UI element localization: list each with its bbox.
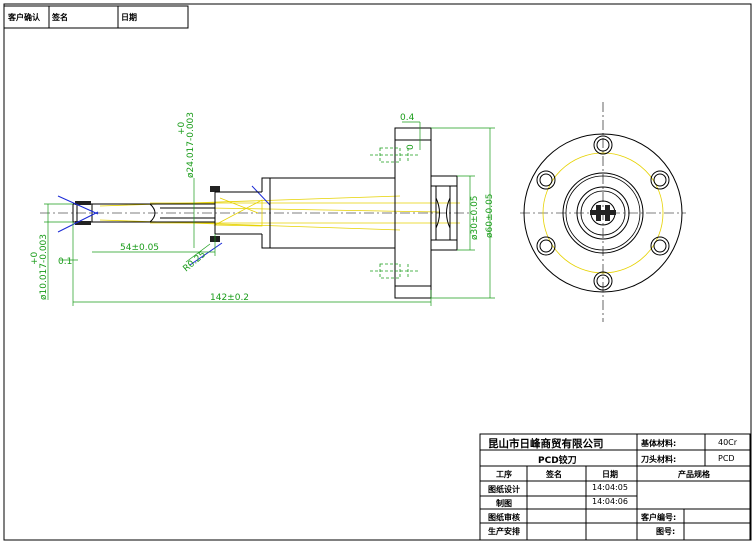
dim-tip-tol: +0 — [30, 251, 40, 265]
customer-no-label: 客户编号: — [641, 513, 677, 522]
dim-shank-tol: +0 — [177, 121, 187, 135]
row-draw-label: 制图 — [496, 499, 512, 508]
cutting-edge-lines — [57, 185, 271, 266]
dim-flange-dia: ø60±0.05 — [485, 193, 495, 238]
date-label: 日期 — [121, 13, 137, 22]
title-block-grid — [479, 433, 751, 541]
col-date: 日期 — [602, 470, 618, 479]
row-design-label: 图纸设计 — [488, 485, 520, 494]
drawing-no-label: 图号: — [656, 527, 676, 536]
row-production-label: 生产安排 — [488, 527, 520, 536]
reamer-tip — [72, 203, 215, 223]
tip-material-value: PCD — [718, 454, 735, 463]
dim-flange-chamfer: 0.4 — [400, 113, 415, 123]
signature-label: 签名 — [52, 13, 68, 22]
dim-flange-runout: 0 — [406, 144, 416, 150]
part-name: PCD铰刀 — [538, 456, 577, 466]
dim-tip-dia: ø10.017-0.003 — [39, 234, 49, 300]
col-signature: 签名 — [546, 470, 562, 479]
dimension-labels: 0.4 0 ø24.017-0.003 +0 R0.25 54±0.05 142… — [30, 112, 495, 303]
body-material-value: 40Cr — [718, 438, 738, 447]
row-review-label: 图纸审核 — [488, 513, 520, 522]
drawing-border — [3, 3, 752, 541]
end-view-bolt-holes — [536, 135, 670, 291]
dim-len-54: 54±0.05 — [120, 243, 159, 253]
flange-bolt-holes-hidden — [370, 147, 420, 279]
dimension-lines — [44, 121, 495, 306]
pcd-inserts — [75, 186, 220, 242]
company-name: 昆山市日峰商贸有限公司 — [488, 438, 604, 450]
dim-tip-angle: R0.25 — [182, 250, 209, 275]
dim-pilot-dia: ø30±0.05 — [470, 195, 480, 240]
dim-shank-dia: ø24.017-0.003 — [186, 112, 196, 178]
col-process: 工序 — [496, 470, 512, 479]
tip-material-label: 刀头材料: — [641, 455, 677, 464]
reamer-body — [214, 127, 458, 299]
dim-len-142: 142±0.2 — [210, 293, 249, 303]
row-design-date: 14:04:05 — [592, 483, 628, 492]
body-material-label: 基体材料: — [641, 439, 677, 448]
approval-block — [3, 5, 189, 29]
col-spec: 产品规格 — [678, 470, 710, 479]
customer-confirm-label: 客户确认 — [8, 13, 40, 22]
end-view — [520, 102, 686, 322]
dim-tip-runout: 0.1 — [58, 257, 72, 267]
row-draw-date: 14:04:06 — [592, 497, 628, 506]
